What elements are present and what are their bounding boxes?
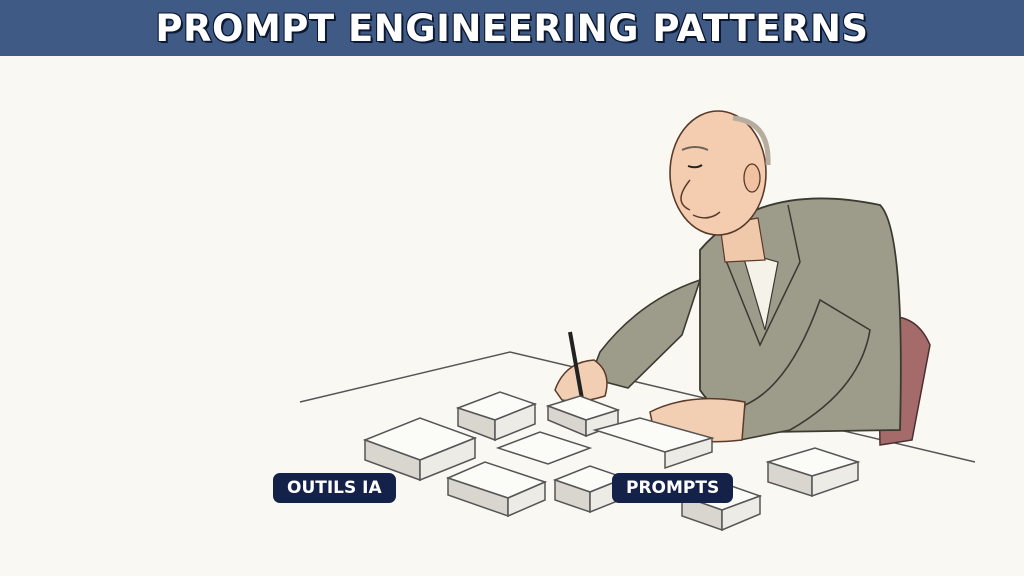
puzzle-block [455,391,538,442]
page-title: PROMPT ENGINEERING PATTERNS [155,6,869,50]
puzzle-block [362,417,478,482]
puzzle-block [445,461,548,518]
puzzle-block [552,465,628,514]
man-puzzle-illustration [299,110,976,532]
puzzle-block [495,431,593,465]
title-banner: PROMPT ENGINEERING PATTERNS [0,0,1024,56]
outils-ia-tag: OUTILS IA [273,473,396,503]
puzzle-block [765,447,861,498]
prompts-tag: PROMPTS [612,473,734,503]
puzzle-block [592,417,715,470]
